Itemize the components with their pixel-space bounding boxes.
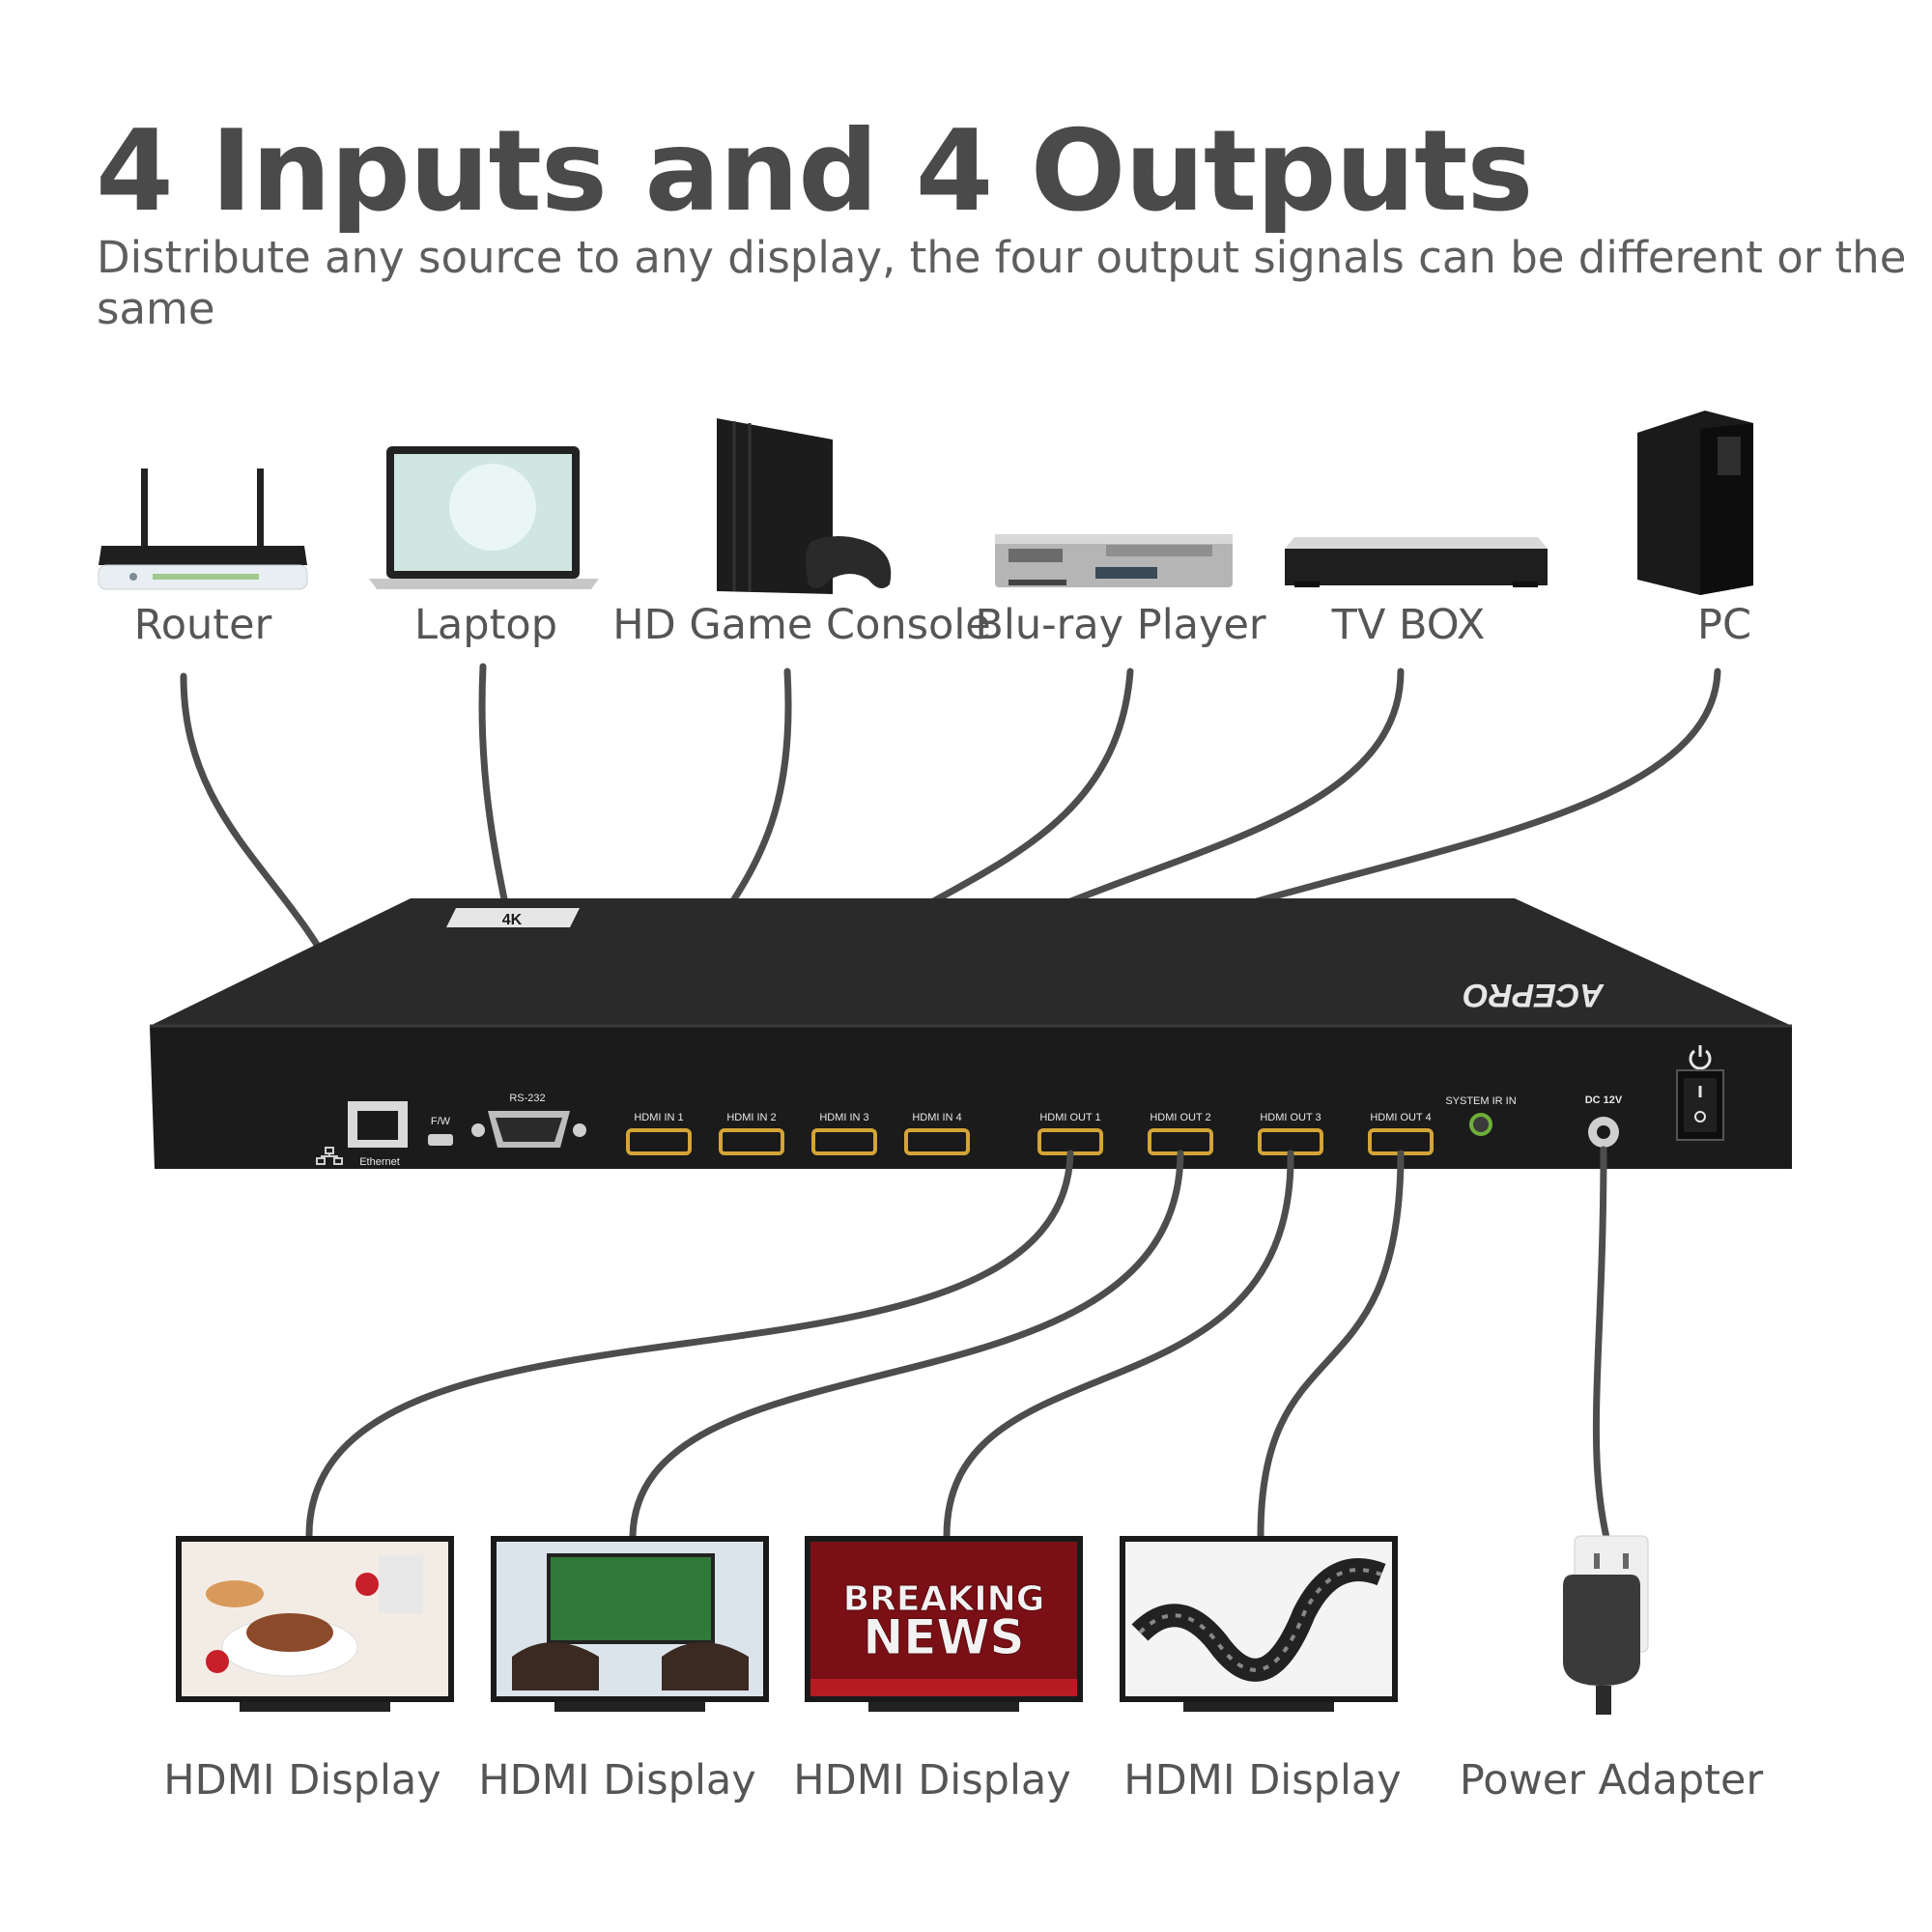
power-adapter-icon [1563, 1535, 1649, 1715]
hdmi-in-ports: HDMI IN 1 HDMI IN 2 HDMI IN 3 HDMI IN 4 [626, 1112, 970, 1155]
hdmi-in-4-port[interactable] [904, 1128, 970, 1155]
hdmi-out-3-label: HDMI OUT 3 [1260, 1112, 1321, 1123]
game-console-icon [717, 418, 892, 594]
badge-4k-text: 4K [502, 912, 523, 928]
source-label-tvbox: TV BOX [1331, 601, 1486, 649]
hdmi-in-2-label: HDMI IN 2 [726, 1112, 776, 1123]
tv-gaming-icon [491, 1536, 769, 1712]
hdmi-in-3-port[interactable] [811, 1128, 877, 1155]
power-icon [1689, 1045, 1712, 1070]
cable-out-2 [629, 1150, 1184, 1540]
hdmi-in-3-label: HDMI IN 3 [819, 1112, 868, 1123]
hdmi-in-1-port[interactable] [626, 1128, 692, 1155]
pc-icon [1637, 411, 1753, 595]
brand-logo: ACEPRO [1463, 977, 1605, 1013]
dc-label: DC 12V [1585, 1094, 1623, 1106]
tv-food-icon [176, 1536, 454, 1712]
hdmi-in-1-label: HDMI IN 1 [634, 1112, 683, 1123]
source-label-bluray: Blu-ray Player [975, 601, 1266, 649]
hdmi-out-1-label: HDMI OUT 1 [1039, 1112, 1100, 1123]
output-label-display-2: HDMI Display [478, 1756, 756, 1804]
matrix-switch: ACEPRO 4K Ethernet F/W RS-232 HDMI IN 1 … [150, 898, 1792, 1169]
power-switch[interactable] [1676, 1069, 1724, 1141]
page-title: 4 Inputs and 4 Outputs [96, 106, 1533, 237]
tv-box-icon [1285, 537, 1548, 587]
source-label-console: HD Game Console [612, 601, 991, 649]
brand-logo-text: ACEPRO [1463, 977, 1605, 1013]
router-icon [98, 469, 308, 590]
news-line-2: NEWS [863, 1609, 1024, 1665]
badge-4k: 4K [446, 908, 580, 928]
hdmi-out-4-port[interactable] [1368, 1128, 1434, 1155]
tv-film-icon [1120, 1536, 1398, 1712]
ir-jack[interactable] [1469, 1113, 1492, 1136]
news-line-1: BREAKING [843, 1579, 1045, 1619]
source-label-pc: PC [1697, 601, 1751, 649]
network-icon [316, 1147, 343, 1165]
output-label-power-adapter: Power Adapter [1459, 1756, 1764, 1804]
ir-label: SYSTEM IR IN [1445, 1095, 1516, 1107]
tv-news-icon: BREAKING NEWS [805, 1536, 1083, 1712]
hdmi-out-3-port[interactable] [1258, 1128, 1323, 1155]
output-label-display-4: HDMI Display [1123, 1756, 1402, 1804]
output-cables [305, 1146, 1612, 1549]
hdmi-out-ports: HDMI OUT 1 HDMI OUT 2 HDMI OUT 3 HDMI OU… [1037, 1112, 1434, 1155]
laptop-icon [369, 446, 599, 589]
cable-out-3 [943, 1150, 1294, 1540]
source-label-laptop: Laptop [413, 601, 558, 649]
rs232-label: RS-232 [509, 1093, 545, 1104]
cable-out-4 [1257, 1150, 1405, 1540]
bluray-player-icon [995, 534, 1233, 587]
device-top [150, 898, 1792, 1026]
cable-out-1 [305, 1150, 1074, 1540]
ethernet-label: Ethernet [359, 1156, 400, 1168]
fw-label: F/W [431, 1116, 451, 1127]
output-label-display-3: HDMI Display [793, 1756, 1071, 1804]
hdmi-in-4-label: HDMI IN 4 [912, 1112, 961, 1123]
hdmi-in-2-port[interactable] [719, 1128, 784, 1155]
hdmi-out-2-label: HDMI OUT 2 [1150, 1112, 1210, 1123]
cable-power [1592, 1146, 1612, 1549]
hdmi-out-2-port[interactable] [1148, 1128, 1213, 1155]
rs232-port[interactable] [471, 1111, 586, 1148]
hdmi-out-1-port[interactable] [1037, 1128, 1103, 1155]
output-label-display-1: HDMI Display [163, 1756, 441, 1804]
fw-usb-port[interactable] [428, 1134, 453, 1146]
source-label-router: Router [133, 601, 272, 649]
page-subtitle: Distribute any source to any display, th… [97, 232, 1907, 334]
hdmi-out-4-label: HDMI OUT 4 [1370, 1112, 1431, 1123]
